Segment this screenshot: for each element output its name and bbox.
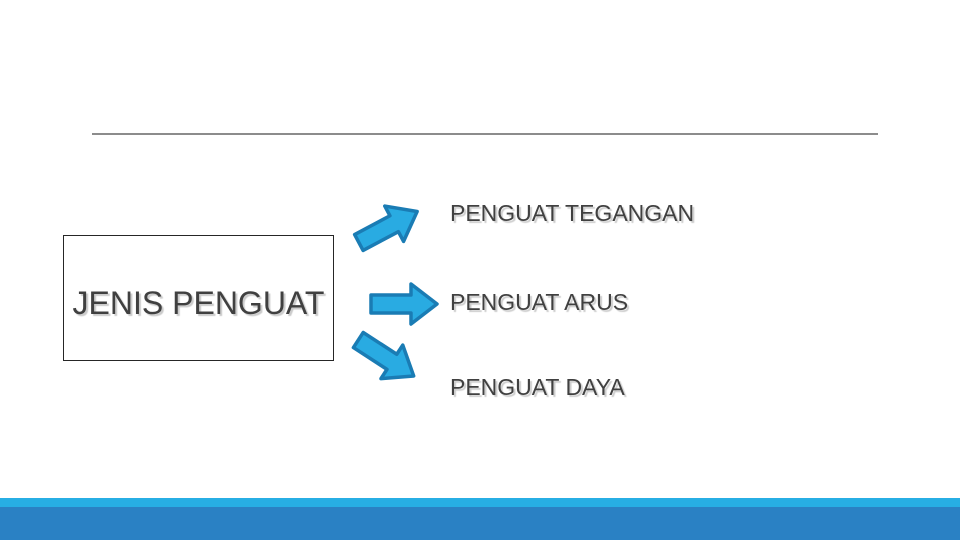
title-box: JENIS PENGUAT	[63, 235, 334, 361]
footer-accent-strip	[0, 498, 960, 507]
header-divider-line	[92, 133, 878, 135]
item-label-penguat-tegangan: PENGUAT TEGANGAN	[450, 200, 695, 226]
item-label-penguat-daya: PENGUAT DAYA	[450, 374, 625, 400]
footer-bar	[0, 507, 960, 540]
up-right-arrow-icon	[345, 189, 432, 264]
slide-title: JENIS PENGUAT	[72, 284, 325, 321]
right-arrow-icon	[367, 281, 441, 327]
item-label-penguat-arus: PENGUAT ARUS	[450, 289, 629, 315]
down-right-arrow-icon	[342, 319, 429, 398]
